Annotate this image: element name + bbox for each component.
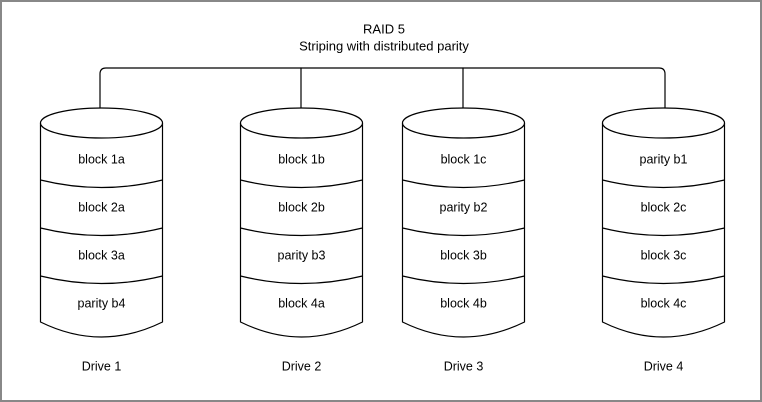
cylinder-body: [401, 122, 526, 338]
block-divider-arc: [402, 275, 525, 285]
bus-horizontal-bar: [99, 67, 666, 124]
block-divider-arc: [40, 227, 163, 237]
cylinder-body: [239, 122, 364, 338]
block-divider-arc: [602, 179, 725, 189]
block-divider-arc: [40, 179, 163, 189]
block-divider-arc: [402, 179, 525, 189]
block-label: block 3c: [641, 248, 687, 262]
drives-group: block 1a block 2a block 3a parity b4 Drive 1…: [39, 107, 726, 373]
block-divider-arc: [240, 275, 363, 285]
block-label: block 2c: [641, 200, 687, 214]
diagram-subtitle: Striping with distributed parity: [299, 38, 469, 53]
block-label: parity b3: [278, 248, 326, 262]
block-divider-arc: [240, 227, 363, 237]
block-label: block 1a: [78, 152, 125, 166]
drive-cylinder: block 1a block 2a block 3a parity b4 Drive 1: [39, 107, 164, 373]
diagram-title-line1: RAID 5: [363, 21, 405, 36]
drive-cylinder: block 1c parity b2 block 3b block 4b Drive 3: [401, 107, 526, 373]
block-divider-arc: [402, 227, 525, 237]
block-divider-arc: [240, 179, 363, 189]
drive-label: Drive 4: [644, 359, 684, 373]
drive-label: Drive 2: [282, 359, 322, 373]
block-label: parity b1: [640, 152, 688, 166]
cylinder-top-ellipse: [401, 107, 526, 139]
cylinder-top-ellipse: [601, 107, 726, 139]
block-label: parity b2: [440, 200, 488, 214]
block-label: block 3a: [78, 248, 125, 262]
drive-label: Drive 3: [444, 359, 484, 373]
cylinder-top-ellipse: [239, 107, 364, 139]
block-label: block 3b: [440, 248, 487, 262]
cylinder-body: [39, 122, 164, 338]
block-label: block 1c: [441, 152, 487, 166]
cylinder-top-ellipse: [39, 107, 164, 139]
block-label: block 4a: [278, 296, 325, 310]
block-label: block 2b: [278, 200, 325, 214]
drive-cylinder: block 1b block 2b parity b3 block 4a Drive 2: [239, 107, 364, 373]
block-label: parity b4: [78, 296, 126, 310]
cylinder-body: [601, 122, 726, 338]
block-label: block 2a: [78, 200, 125, 214]
block-label: block 4b: [440, 296, 487, 310]
drive-cylinder: parity b1 block 2c block 3c block 4c Drive 4: [601, 107, 726, 373]
block-divider-arc: [40, 275, 163, 285]
drive-label: Drive 1: [82, 359, 122, 373]
block-label: block 1b: [278, 152, 325, 166]
block-divider-arc: [602, 227, 725, 237]
block-label: block 4c: [641, 296, 687, 310]
block-divider-arc: [602, 275, 725, 285]
